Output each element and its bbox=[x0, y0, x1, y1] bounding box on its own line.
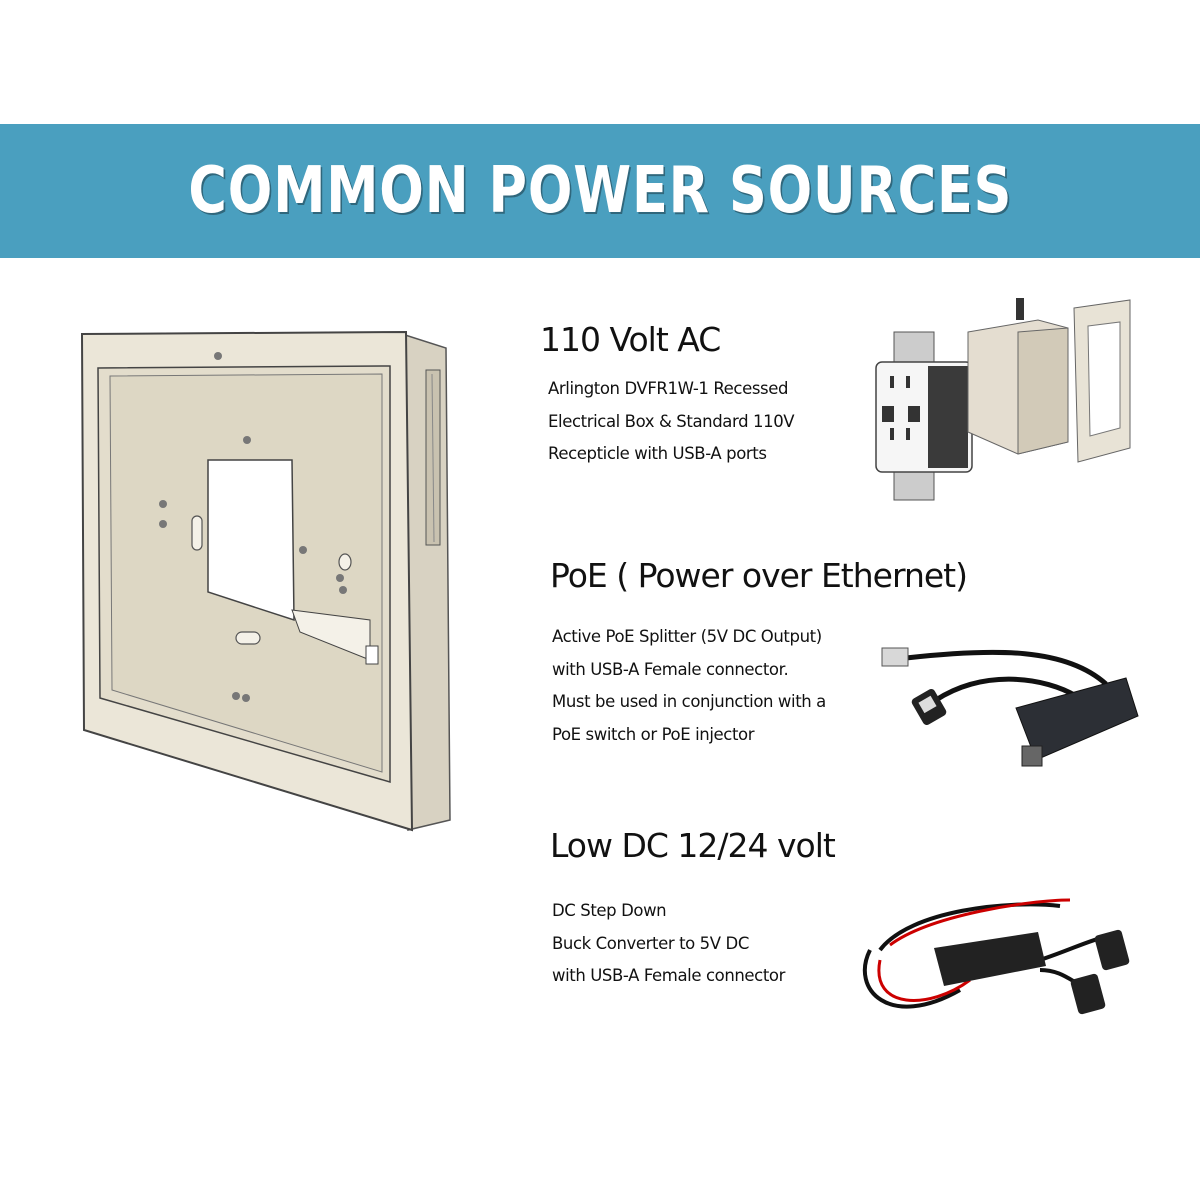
section-poe: PoE ( Power over Ethernet) Active PoE Sp… bbox=[550, 556, 968, 751]
description-line: Must be used in conjunction with a bbox=[552, 692, 826, 711]
section-110v-ac: 110 Volt AC Arlington DVFR1W-1 Recessed … bbox=[540, 320, 860, 471]
section-title: Low DC 12/24 volt bbox=[550, 826, 836, 865]
receptacle-box-image bbox=[868, 292, 1143, 507]
description-line: with USB-A Female connector. bbox=[552, 659, 789, 679]
description-line: Buck Converter to 5V DC bbox=[552, 933, 749, 953]
buck-converter-image bbox=[850, 890, 1150, 1040]
description-line: Recepticle with USB-A ports bbox=[548, 444, 767, 463]
page-title: COMMON POWER SOURCES bbox=[188, 154, 1012, 228]
section-title: PoE ( Power over Ethernet) bbox=[550, 556, 968, 595]
section-title: 110 Volt AC bbox=[540, 320, 721, 359]
poe-splitter-image bbox=[876, 628, 1146, 788]
description-line: Electrical Box & Standard 110V bbox=[548, 411, 795, 431]
wall-mount-frame-image bbox=[70, 320, 470, 840]
description-line: Arlington DVFR1W-1 Recessed bbox=[548, 379, 789, 398]
description-line: with USB-A Female connector bbox=[552, 966, 786, 985]
section-low-dc: Low DC 12/24 volt DC Step Down Buck Conv… bbox=[550, 826, 870, 993]
description-line: PoE switch or PoE injector bbox=[552, 724, 755, 744]
description-line: Active PoE Splitter (5V DC Output) bbox=[552, 627, 822, 646]
title-banner: COMMON POWER SOURCES bbox=[0, 124, 1200, 258]
description-line: DC Step Down bbox=[552, 901, 667, 920]
